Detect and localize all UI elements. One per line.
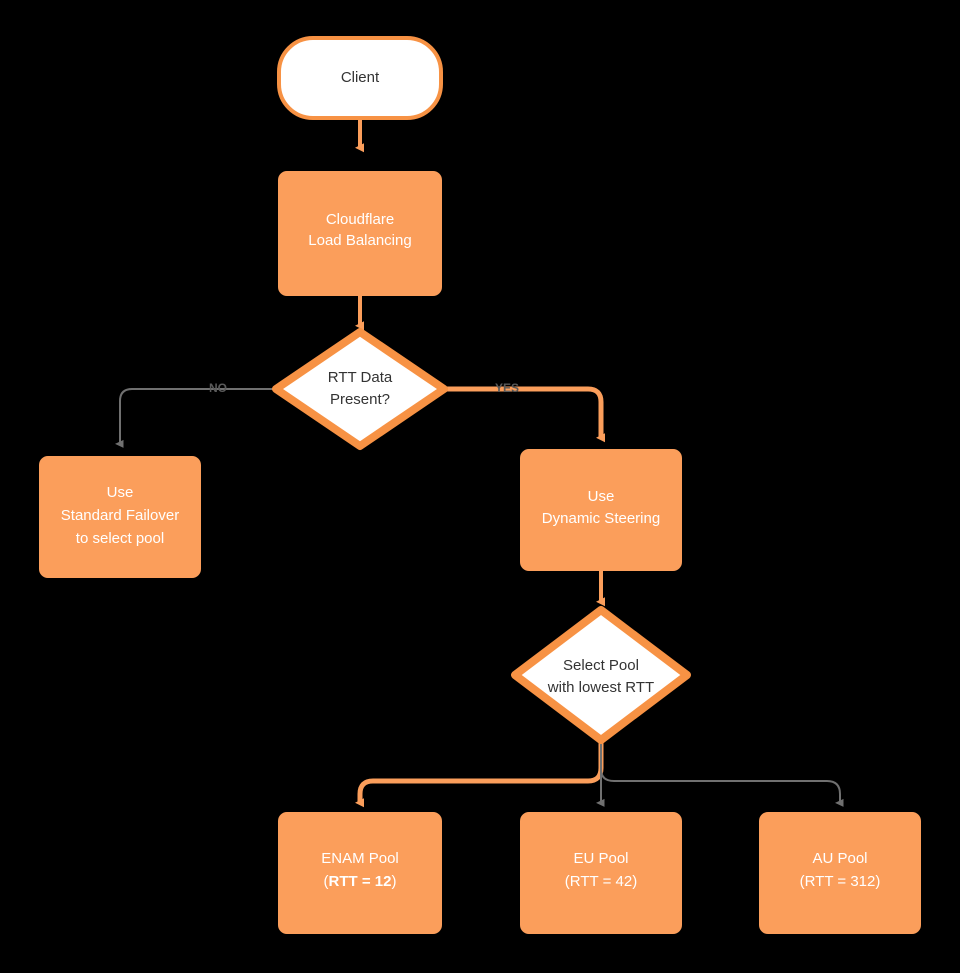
node-au-pool-label: AU Pool — [812, 850, 867, 867]
node-eu-pool-rtt: (RTT = 42) — [565, 873, 637, 890]
node-standard-failover-shape — [39, 456, 201, 578]
node-enam-pool-rtt-suffix: ) — [391, 873, 396, 890]
node-au-pool-shape — [759, 812, 921, 934]
node-client[interactable]: Client — [277, 36, 443, 120]
node-rtt-decision[interactable]: RTT Data Present? — [272, 328, 448, 450]
node-enam-pool-rtt-prefix: ( — [324, 873, 329, 890]
node-eu-pool-label: EU Pool — [573, 850, 628, 867]
node-client-label: Client — [341, 69, 380, 86]
node-eu-pool[interactable]: EU Pool (RTT = 42) — [520, 812, 682, 934]
node-eu-pool-rtt-suffix: ) — [632, 873, 637, 890]
node-eu-pool-rtt-prefix: ( — [565, 873, 570, 890]
node-select-pool-shape — [511, 606, 691, 744]
node-rtt-decision-label-line1: RTT Data — [328, 369, 393, 386]
node-standard-failover[interactable]: Use Standard Failover to select pool — [39, 456, 201, 578]
edge-select-pool-to-au-pool — [600, 741, 844, 807]
node-dynamic-steering-label-line1: Use — [588, 488, 615, 505]
node-standard-failover-label-line1: Use — [107, 484, 134, 501]
node-select-pool-label-line1: Select Pool — [563, 657, 639, 674]
node-eu-pool-rtt-value: RTT = 42 — [570, 873, 632, 890]
node-dynamic-steering-label-line2: Dynamic Steering — [542, 510, 660, 527]
node-enam-pool[interactable]: ENAM Pool (RTT = 12) — [278, 812, 442, 934]
node-enam-pool-shape — [278, 812, 442, 934]
edge-rtt-decision-yes — [443, 386, 605, 443]
node-select-pool[interactable]: Select Pool with lowest RTT — [511, 606, 691, 744]
node-au-pool[interactable]: AU Pool (RTT = 312) — [759, 812, 921, 934]
node-select-pool-label-line2: with lowest RTT — [547, 679, 654, 696]
node-au-pool-rtt: (RTT = 312) — [800, 873, 881, 890]
node-load-balancing-label-line1: Cloudflare — [326, 211, 394, 228]
node-dynamic-steering-shape — [520, 449, 682, 571]
node-rtt-decision-shape — [272, 328, 448, 450]
node-load-balancing-shape — [278, 171, 442, 296]
edges-layer: NO YES — [115, 118, 844, 808]
edge-label-no: NO — [209, 381, 227, 395]
node-au-pool-rtt-prefix: ( — [800, 873, 805, 890]
edge-select-pool-to-enam-pool — [355, 741, 604, 808]
node-dynamic-steering[interactable]: Use Dynamic Steering — [520, 449, 682, 571]
nodes-layer: Client Cloudflare Load Balancing RTT Dat… — [39, 36, 921, 934]
edge-label-yes: YES — [495, 381, 519, 395]
node-load-balancing-label-line2: Load Balancing — [308, 232, 411, 249]
node-enam-pool-rtt-value: RTT = 12 — [329, 873, 392, 890]
node-enam-pool-label: ENAM Pool — [321, 850, 399, 867]
edge-rtt-decision-no — [115, 388, 277, 448]
node-au-pool-rtt-suffix: ) — [875, 873, 880, 890]
node-rtt-decision-label-line2: Present? — [330, 391, 390, 408]
node-eu-pool-shape — [520, 812, 682, 934]
node-enam-pool-rtt: (RTT = 12) — [324, 873, 397, 890]
node-standard-failover-label-line3: to select pool — [76, 530, 164, 547]
node-au-pool-rtt-value: RTT = 312 — [805, 873, 876, 890]
node-standard-failover-label-line2: Standard Failover — [61, 507, 179, 524]
node-load-balancing[interactable]: Cloudflare Load Balancing — [278, 171, 442, 296]
node-client-shape — [277, 36, 443, 120]
